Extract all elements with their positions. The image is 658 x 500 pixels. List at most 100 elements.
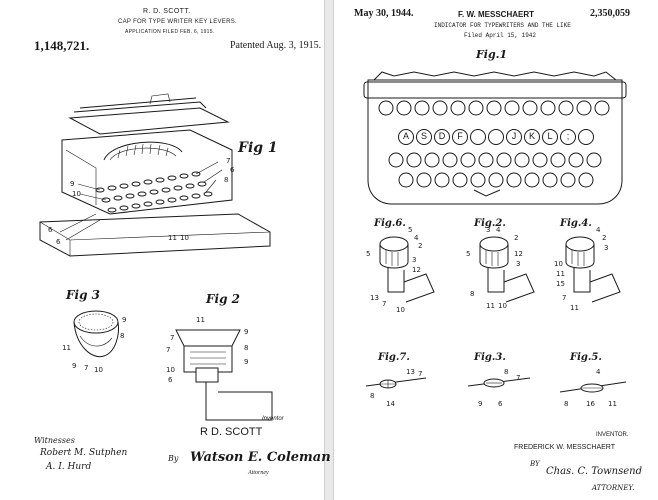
keyboard-key bbox=[488, 129, 504, 145]
svg-text:12: 12 bbox=[412, 266, 421, 274]
svg-text:6: 6 bbox=[48, 226, 53, 234]
svg-text:8: 8 bbox=[470, 290, 474, 298]
fig-7-label: Fig.7. bbox=[378, 352, 410, 363]
svg-text:11: 11 bbox=[608, 400, 617, 408]
keyboard-key bbox=[470, 172, 486, 188]
home-key-k: K bbox=[528, 131, 535, 141]
fig-2-label: Fig 2 bbox=[206, 292, 240, 306]
svg-text:10: 10 bbox=[72, 190, 81, 198]
keyboard-key bbox=[434, 129, 450, 145]
svg-text:7: 7 bbox=[418, 370, 422, 378]
svg-text:3: 3 bbox=[412, 256, 416, 264]
fig-6-label: Fig.6. bbox=[374, 218, 406, 229]
fig-1-indicator-label: Fig.1 bbox=[476, 48, 508, 61]
svg-text:8: 8 bbox=[370, 392, 374, 400]
keyboard-key bbox=[442, 152, 458, 168]
keyboard-key bbox=[524, 129, 540, 145]
keyboard-key bbox=[414, 100, 430, 116]
home-key-d: D bbox=[438, 131, 446, 141]
svg-text:11: 11 bbox=[196, 316, 205, 324]
keyboard-key bbox=[542, 129, 558, 145]
home-row-keys: A S D F J K L ; bbox=[334, 0, 658, 500]
svg-text:4: 4 bbox=[596, 368, 601, 376]
right-patent-sheet: May 30, 1944. F. W. MESSCHAERT 2,350,059… bbox=[334, 0, 658, 500]
keyboard-key bbox=[514, 152, 530, 168]
svg-text:8: 8 bbox=[224, 176, 228, 184]
svg-text:8: 8 bbox=[504, 368, 508, 376]
svg-text:2: 2 bbox=[602, 234, 606, 242]
svg-text:11: 11 bbox=[486, 302, 495, 310]
keyboard-key bbox=[450, 100, 466, 116]
svg-text:15: 15 bbox=[556, 280, 565, 288]
svg-text:13: 13 bbox=[406, 368, 415, 376]
svg-text:9: 9 bbox=[244, 358, 248, 366]
svg-text:7: 7 bbox=[516, 374, 520, 382]
svg-text:3: 3 bbox=[604, 244, 608, 252]
svg-text:10: 10 bbox=[396, 306, 405, 314]
svg-text:9: 9 bbox=[72, 362, 76, 370]
keyboard-key bbox=[378, 100, 394, 116]
home-key-s: S bbox=[420, 131, 427, 141]
home-key-l: L bbox=[547, 131, 553, 141]
svg-text:3: 3 bbox=[486, 226, 490, 234]
home-key-f: F bbox=[457, 131, 463, 141]
svg-text:8: 8 bbox=[120, 332, 124, 340]
right-filed-date: Filed April 15, 1942 bbox=[464, 32, 537, 39]
svg-text:4: 4 bbox=[496, 226, 501, 234]
keyboard-key bbox=[432, 100, 448, 116]
svg-text:4: 4 bbox=[596, 226, 601, 234]
svg-text:14: 14 bbox=[386, 400, 395, 408]
svg-text:2: 2 bbox=[514, 234, 518, 242]
svg-text:4: 4 bbox=[414, 234, 419, 242]
keyboard-indicator-drawing bbox=[363, 71, 627, 205]
right-title: INDICATOR FOR TYPEWRITERS AND THE LIKE bbox=[434, 22, 571, 29]
svg-text:10: 10 bbox=[166, 366, 175, 374]
svg-text:9: 9 bbox=[478, 400, 482, 408]
fig-3-indicator-label: Fig.3. bbox=[474, 352, 506, 363]
svg-text:11: 11 bbox=[556, 270, 565, 278]
left-attorney-label: Attorney bbox=[248, 470, 269, 476]
keyboard-key bbox=[470, 129, 486, 145]
svg-text:5: 5 bbox=[408, 226, 412, 234]
witness-2-signature: A. I. Hurd bbox=[46, 462, 92, 472]
keyboard-key bbox=[586, 152, 602, 168]
svg-text:9: 9 bbox=[70, 180, 74, 188]
svg-text:5: 5 bbox=[366, 250, 370, 258]
keyboard-key bbox=[558, 100, 574, 116]
left-inventor-header: R. D. SCOTT. bbox=[143, 8, 191, 15]
witnesses-label: Witnesses bbox=[34, 436, 75, 445]
page-gutter bbox=[324, 0, 334, 500]
keyboard-key bbox=[504, 100, 520, 116]
fig-5-label: Fig.5. bbox=[570, 352, 602, 363]
keyboard-key bbox=[406, 152, 422, 168]
keyboard-key bbox=[488, 172, 504, 188]
svg-text:8: 8 bbox=[244, 344, 248, 352]
home-key-j: J bbox=[511, 131, 517, 141]
right-inventor-label: INVENTOR. bbox=[596, 432, 629, 438]
keyboard-key bbox=[496, 152, 512, 168]
svg-text:11: 11 bbox=[570, 304, 579, 312]
svg-text:7: 7 bbox=[84, 364, 88, 372]
left-application-filed: APPLICATION FILED FEB. 6, 1915. bbox=[125, 29, 215, 35]
witness-1-signature: Robert M. Sutphen bbox=[40, 448, 128, 458]
svg-text:6: 6 bbox=[168, 376, 173, 384]
svg-text:10: 10 bbox=[498, 302, 507, 310]
keyboard-key bbox=[522, 100, 538, 116]
keyboard-key bbox=[540, 100, 556, 116]
svg-text:7: 7 bbox=[166, 346, 170, 354]
left-patent-sheet: R. D. SCOTT. CAP FOR TYPE WRITER KEY LEV… bbox=[0, 0, 331, 500]
fig-4-label: Fig.4. bbox=[560, 218, 592, 229]
right-date: May 30, 1944. bbox=[354, 8, 414, 19]
svg-text:11: 11 bbox=[168, 234, 177, 242]
left-inventor-signature: R D. SCOTT bbox=[200, 426, 263, 438]
keyboard-key bbox=[452, 172, 468, 188]
svg-text:11: 11 bbox=[62, 344, 71, 352]
keyboard-key bbox=[434, 172, 450, 188]
keyboard-key bbox=[532, 152, 548, 168]
svg-text:12: 12 bbox=[514, 250, 523, 258]
keyboard-key bbox=[506, 172, 522, 188]
keyboard-key bbox=[576, 100, 592, 116]
svg-text:10: 10 bbox=[554, 260, 563, 268]
